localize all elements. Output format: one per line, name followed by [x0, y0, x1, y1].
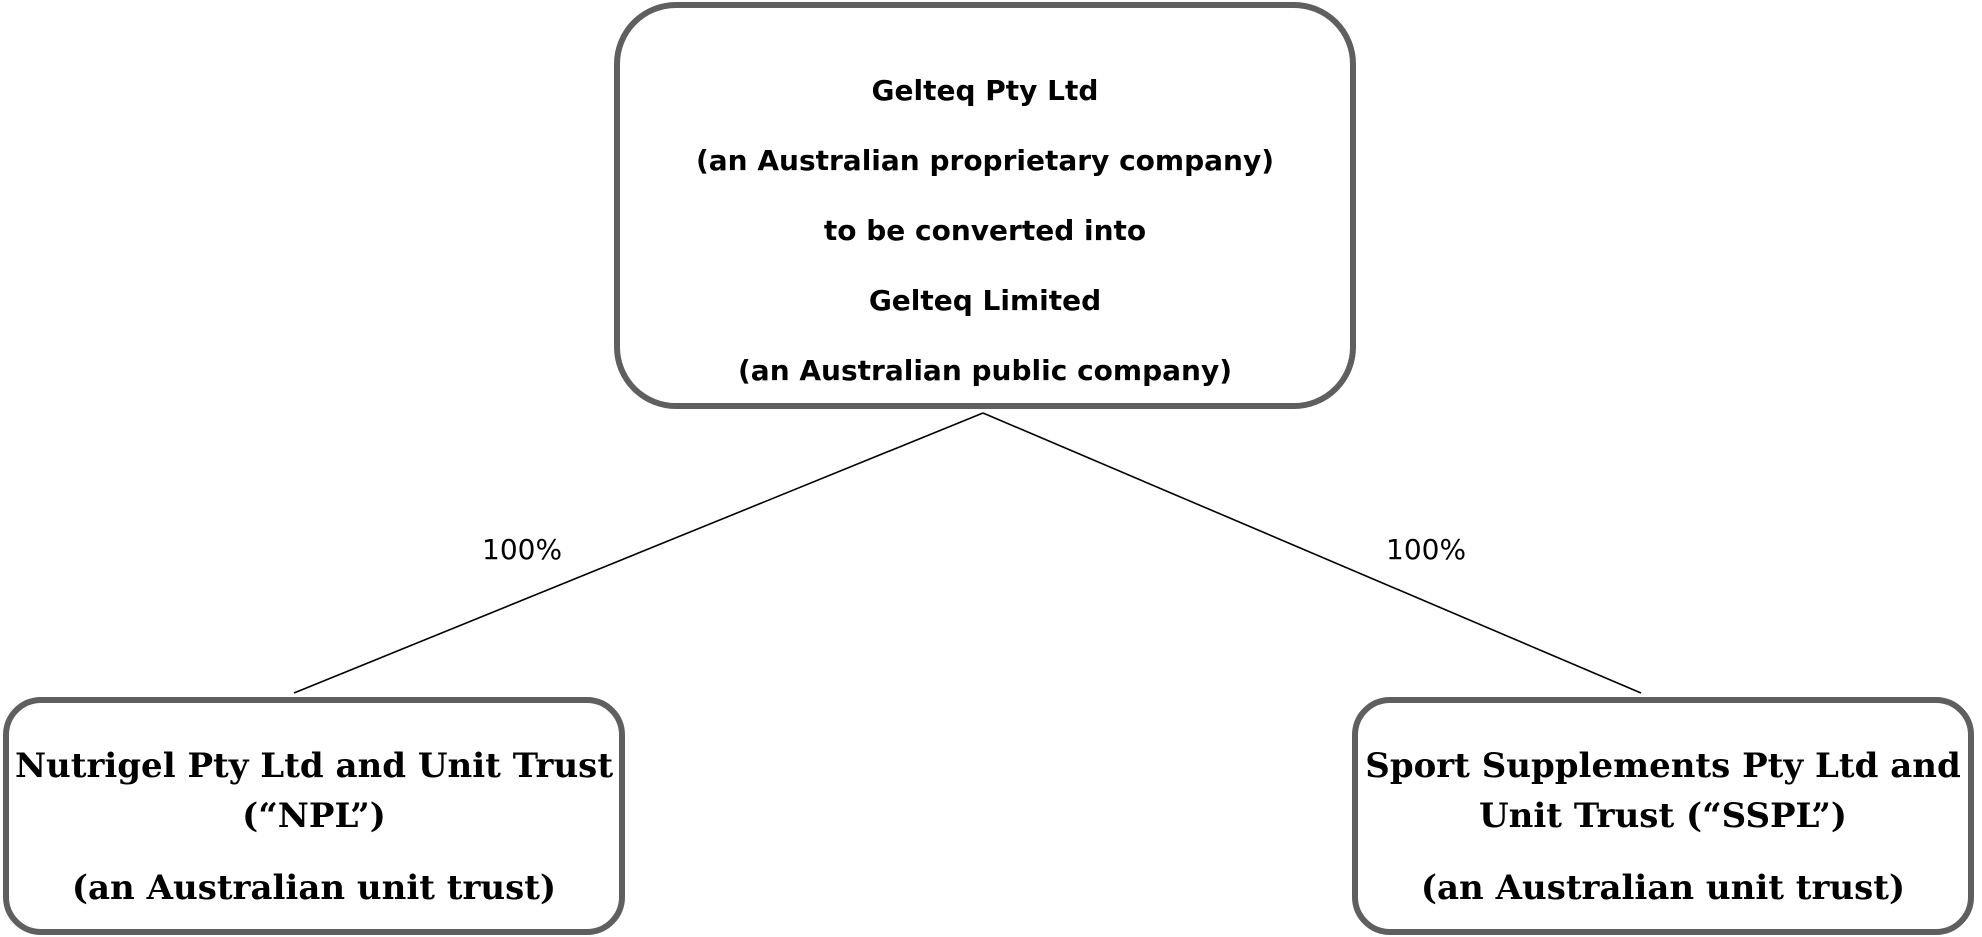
ownership-label-sspl: 100%: [1386, 533, 1467, 566]
subsidiary-name-sspl: Sport Supplements Pty Ltd and Unit Trust…: [1365, 746, 1961, 836]
connector-to-npl: [293, 412, 984, 694]
parent-company-box: Gelteq Pty Ltd (an Australian proprietar…: [614, 2, 1356, 409]
subsidiary-name-npl: Nutrigel Pty Ltd and Unit Trust (“NPL”): [14, 746, 614, 836]
parent-line-1: Gelteq Pty Ltd: [871, 74, 1099, 107]
subsidiary-box-sspl: Sport Supplements Pty Ltd and Unit Trust…: [1352, 697, 1974, 935]
ownership-label-npl: 100%: [482, 533, 563, 566]
parent-line-2: (an Australian proprietary company): [695, 144, 1275, 177]
parent-line-4: Gelteq Limited: [868, 284, 1102, 317]
connector-to-sspl: [982, 412, 1642, 694]
subsidiary-type-sspl: (an Australian unit trust): [1420, 868, 1906, 908]
parent-line-3: to be converted into: [823, 214, 1147, 247]
parent-line-5: (an Australian public company): [738, 354, 1232, 387]
subsidiary-type-npl: (an Australian unit trust): [71, 868, 557, 908]
subsidiary-box-npl: Nutrigel Pty Ltd and Unit Trust (“NPL”) …: [3, 697, 625, 935]
